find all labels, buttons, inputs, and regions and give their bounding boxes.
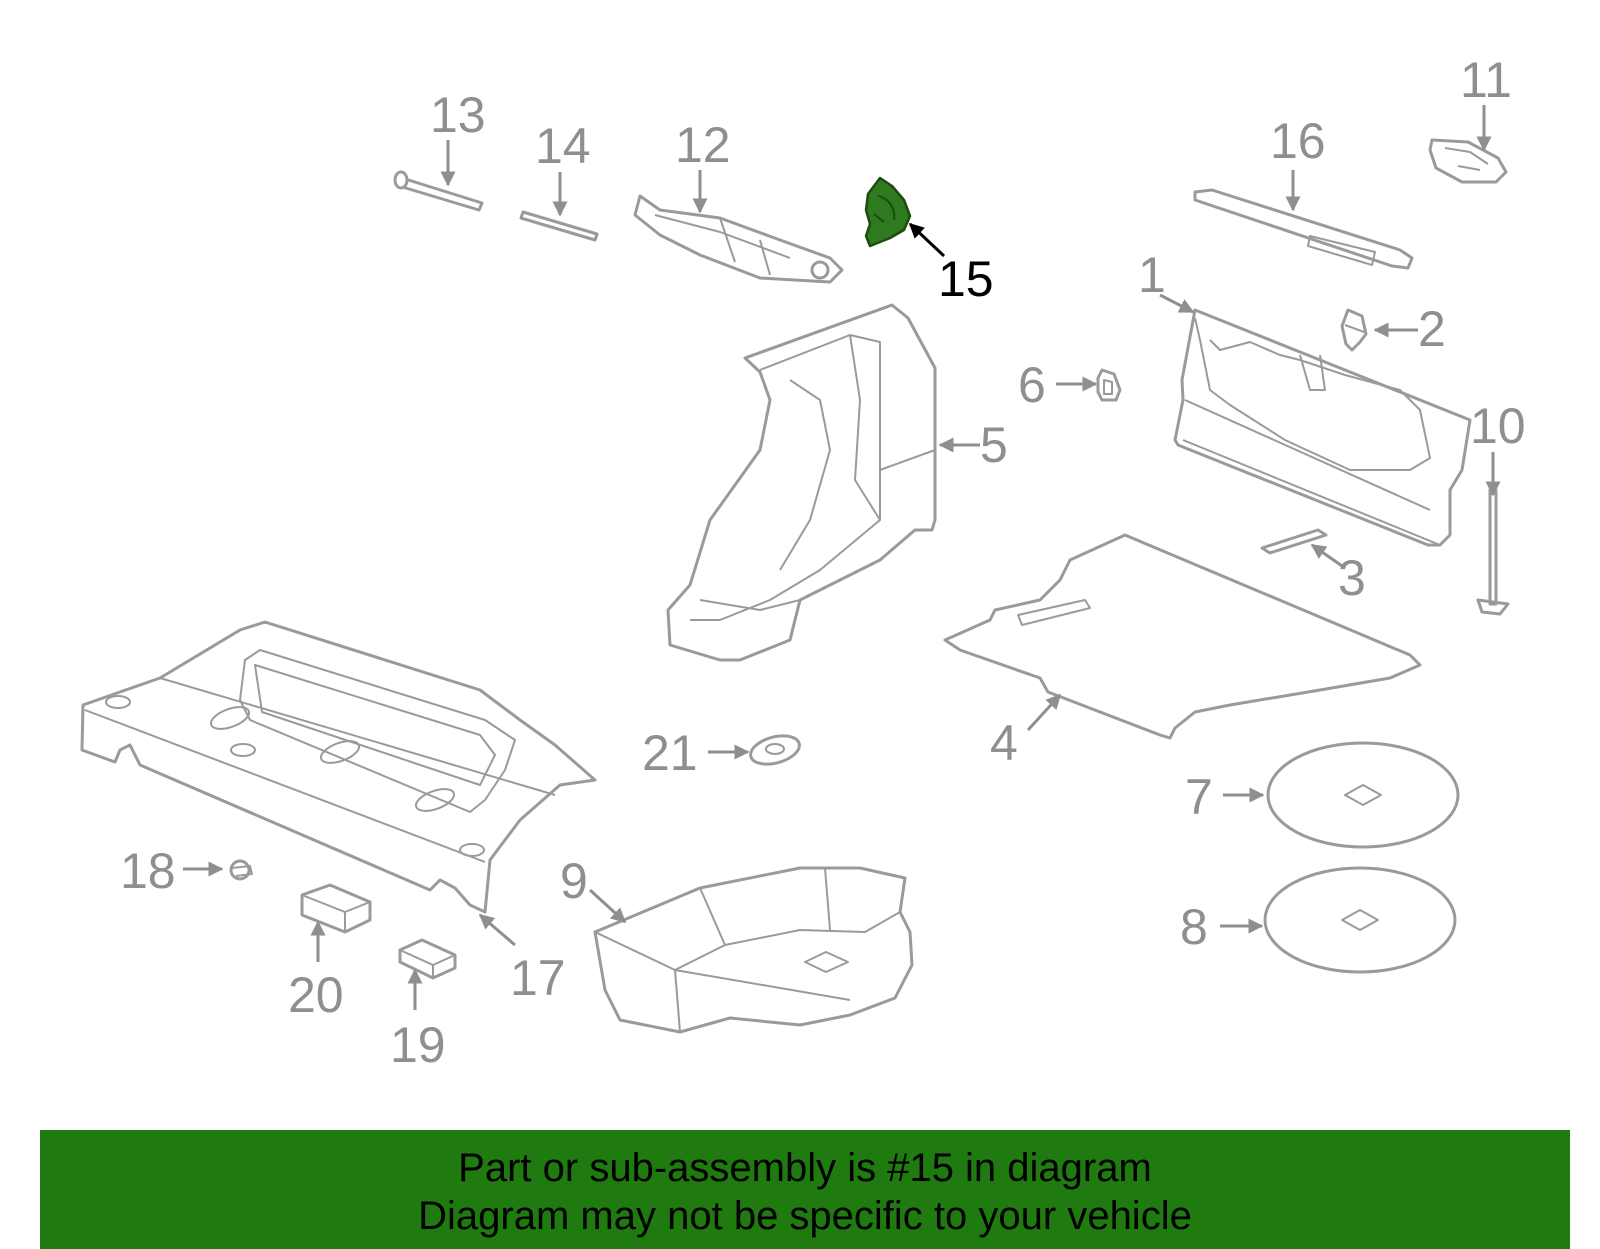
callout-12: 12 [675, 117, 731, 173]
part-13-pin[interactable]: 13 [393, 87, 486, 212]
part-16-strut[interactable]: 16 [1193, 113, 1414, 270]
part-4-floor-mat[interactable]: 4 [943, 533, 1422, 771]
part-14-rod[interactable]: 14 [519, 118, 599, 242]
part-2-clip[interactable]: 2 [1340, 301, 1446, 357]
callout-8: 8 [1180, 899, 1208, 955]
parts-diagram: 13 14 12 15 16 11 [80, 52, 1526, 1073]
callout-20: 20 [288, 967, 344, 1023]
callout-2: 2 [1418, 301, 1446, 357]
part-11-holder[interactable]: 11 [1428, 52, 1512, 184]
part-21-plug[interactable]: 21 [642, 725, 803, 781]
callout-21: 21 [642, 725, 698, 781]
part-1-panel[interactable]: 1 [1138, 247, 1472, 547]
part-17-rear-shelf[interactable]: 17 [80, 620, 597, 1006]
callout-15: 15 [938, 251, 994, 307]
part-20-block[interactable]: 20 [288, 883, 372, 1023]
callout-10: 10 [1470, 398, 1526, 454]
part-19-block[interactable]: 19 [390, 938, 457, 1073]
part-18-clip[interactable]: 18 [120, 843, 253, 899]
part-6-grommet[interactable]: 6 [1018, 357, 1122, 413]
part-8-cover-board[interactable]: 8 [1180, 866, 1457, 974]
part-7-spare-cover[interactable]: 7 [1185, 741, 1460, 849]
callout-11: 11 [1460, 52, 1512, 108]
callout-5: 5 [980, 417, 1008, 473]
callout-14: 14 [535, 118, 591, 174]
part-9-tire-tray[interactable]: 9 [560, 853, 914, 1034]
callout-7: 7 [1185, 769, 1213, 825]
callout-17: 17 [510, 950, 566, 1006]
banner-line-2: Diagram may not be specific to your vehi… [418, 1194, 1192, 1238]
callout-13: 13 [430, 87, 486, 143]
callout-6: 6 [1018, 357, 1046, 413]
banner-line-1: Part or sub-assembly is #15 in diagram [458, 1146, 1152, 1190]
part-15-highlighted[interactable]: 15 [864, 176, 994, 307]
callout-19: 19 [390, 1017, 446, 1073]
part-5-side-trim[interactable]: 5 [666, 303, 1008, 662]
callout-3: 3 [1338, 550, 1366, 606]
part-10-stay[interactable]: 10 [1470, 398, 1526, 616]
part-3-pad[interactable]: 3 [1260, 528, 1366, 606]
callout-16: 16 [1270, 113, 1326, 169]
info-banner: Part or sub-assembly is #15 in diagram D… [40, 1130, 1570, 1249]
part-12-jack[interactable]: 12 [633, 117, 844, 284]
callout-1: 1 [1138, 247, 1166, 303]
callout-9: 9 [560, 853, 588, 909]
callout-4: 4 [990, 715, 1018, 771]
callout-18: 18 [120, 843, 176, 899]
